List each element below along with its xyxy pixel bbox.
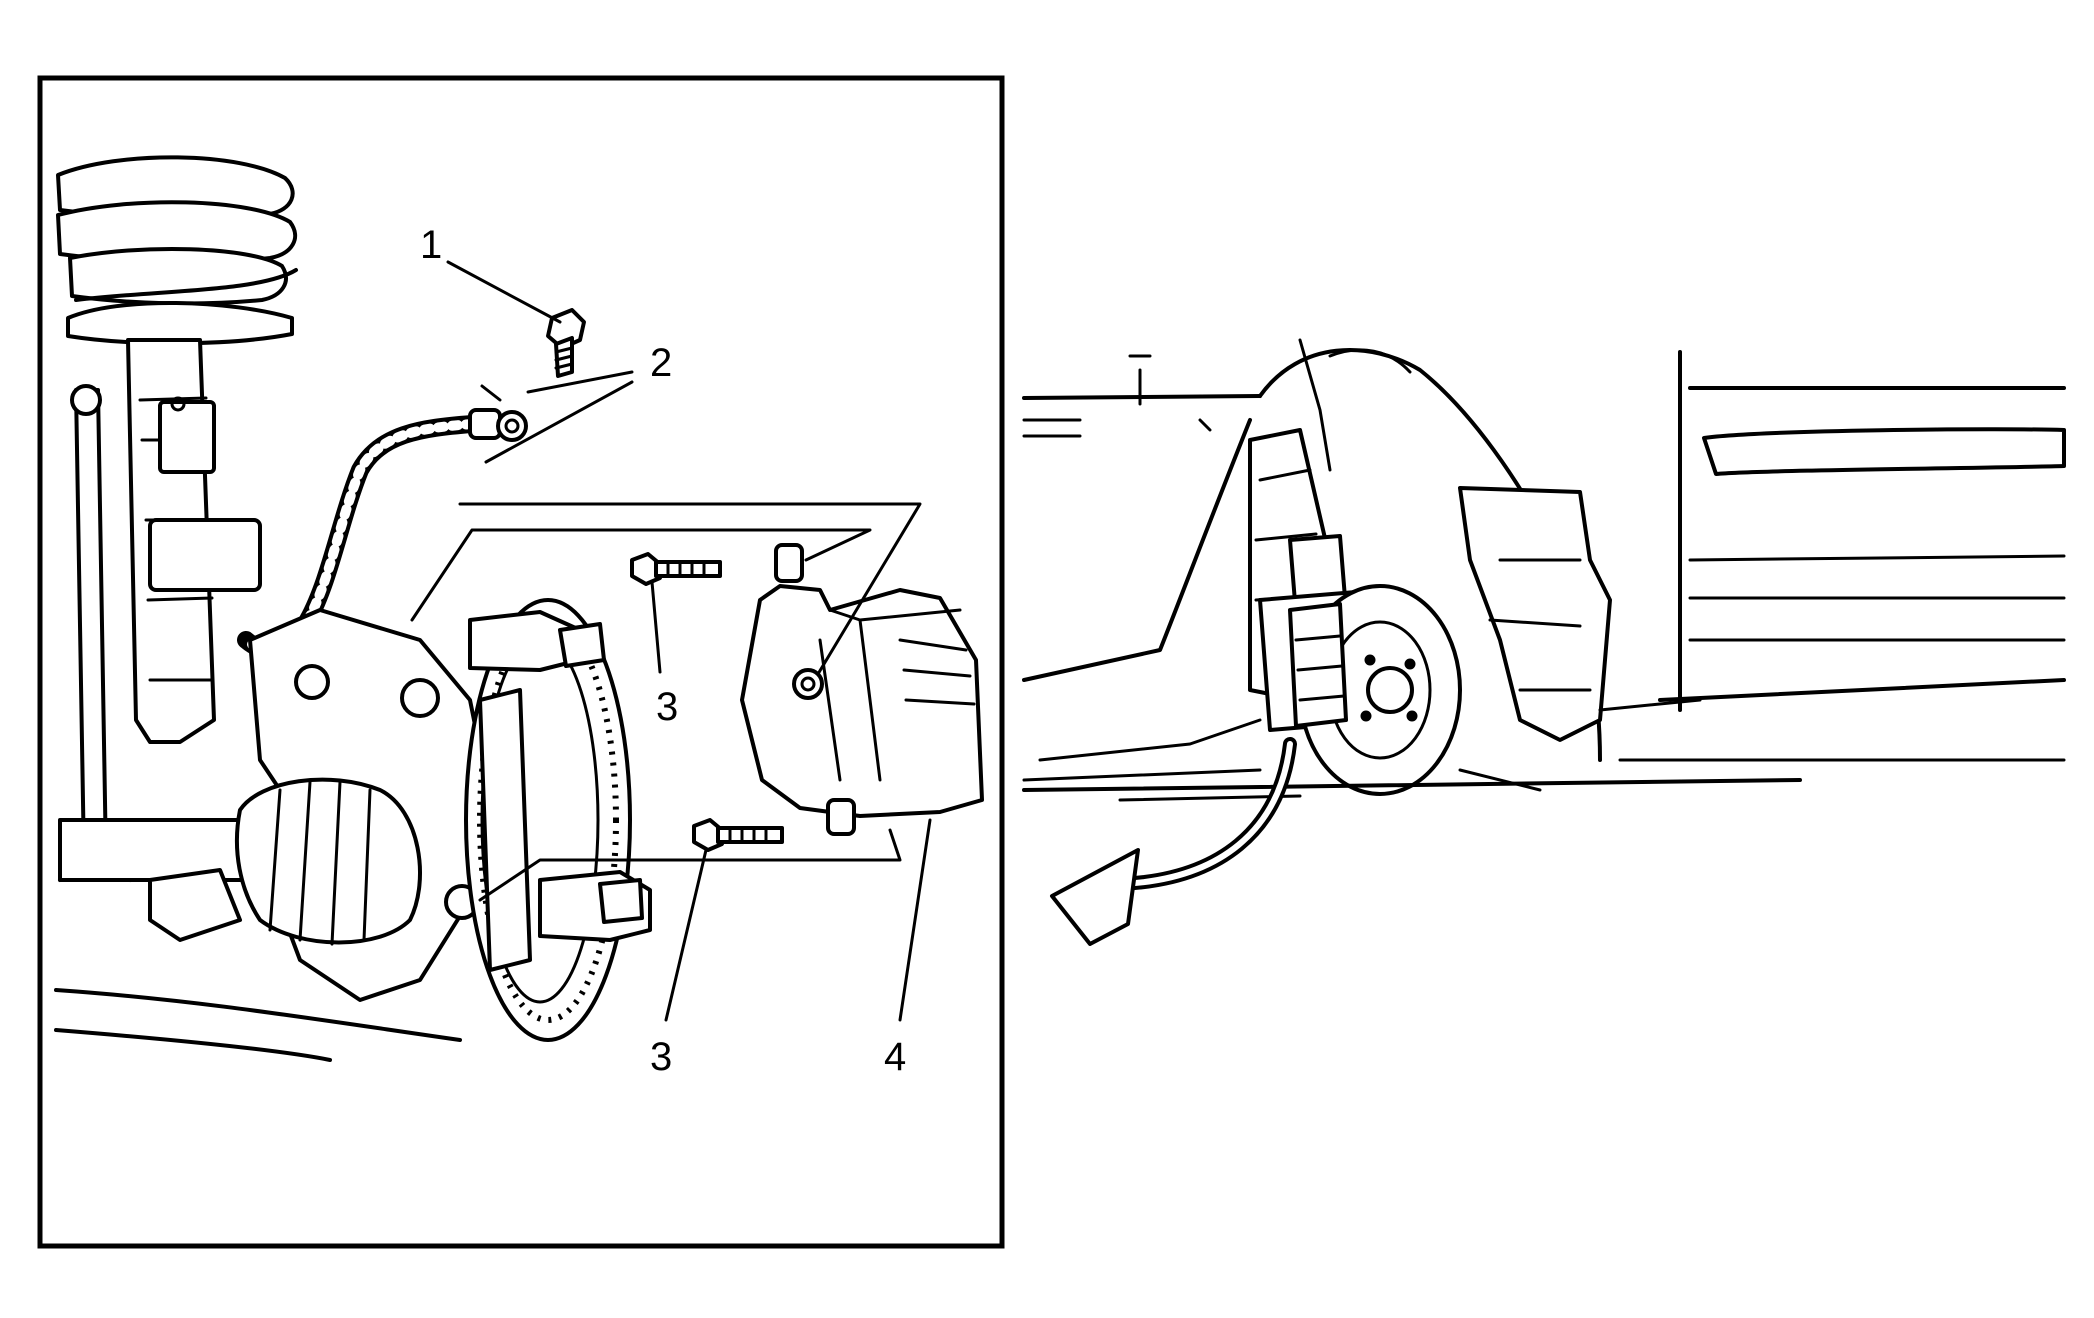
caliper-bolt-upper [630, 552, 722, 586]
caliper-bracket [468, 610, 652, 942]
leader-1 [446, 260, 562, 324]
leader-3a [650, 580, 662, 674]
caliper-bolt-lower [692, 818, 784, 852]
leader-lines [446, 260, 932, 1022]
detail-panel: 1 2 3 3 4 [37, 75, 1005, 1249]
callout-3-upper: 3 [656, 685, 678, 729]
knuckle-hub [54, 608, 492, 1062]
leader-2a [526, 370, 634, 394]
rocker-panel [1658, 678, 2066, 702]
leader-3b [664, 848, 708, 1022]
callout-1: 1 [420, 223, 442, 267]
vehicle-overview [1022, 338, 2066, 946]
callout-4: 4 [884, 1035, 906, 1079]
fender-liner [1458, 486, 1612, 742]
alignment-lines [410, 384, 922, 902]
overview-caliper [1288, 602, 1348, 728]
banjo-bolt [546, 308, 586, 378]
brake-caliper [740, 543, 984, 836]
body-line-upper [1022, 394, 1262, 400]
callout-2: 2 [650, 341, 672, 385]
wheel-well-components [1022, 428, 1802, 802]
door-molding [1702, 427, 2066, 476]
strut-assembly [56, 155, 298, 744]
callout-3-lower: 3 [650, 1035, 672, 1079]
leader-2b [484, 380, 634, 464]
leader-4 [898, 818, 932, 1022]
direction-arrow [1050, 737, 1297, 946]
